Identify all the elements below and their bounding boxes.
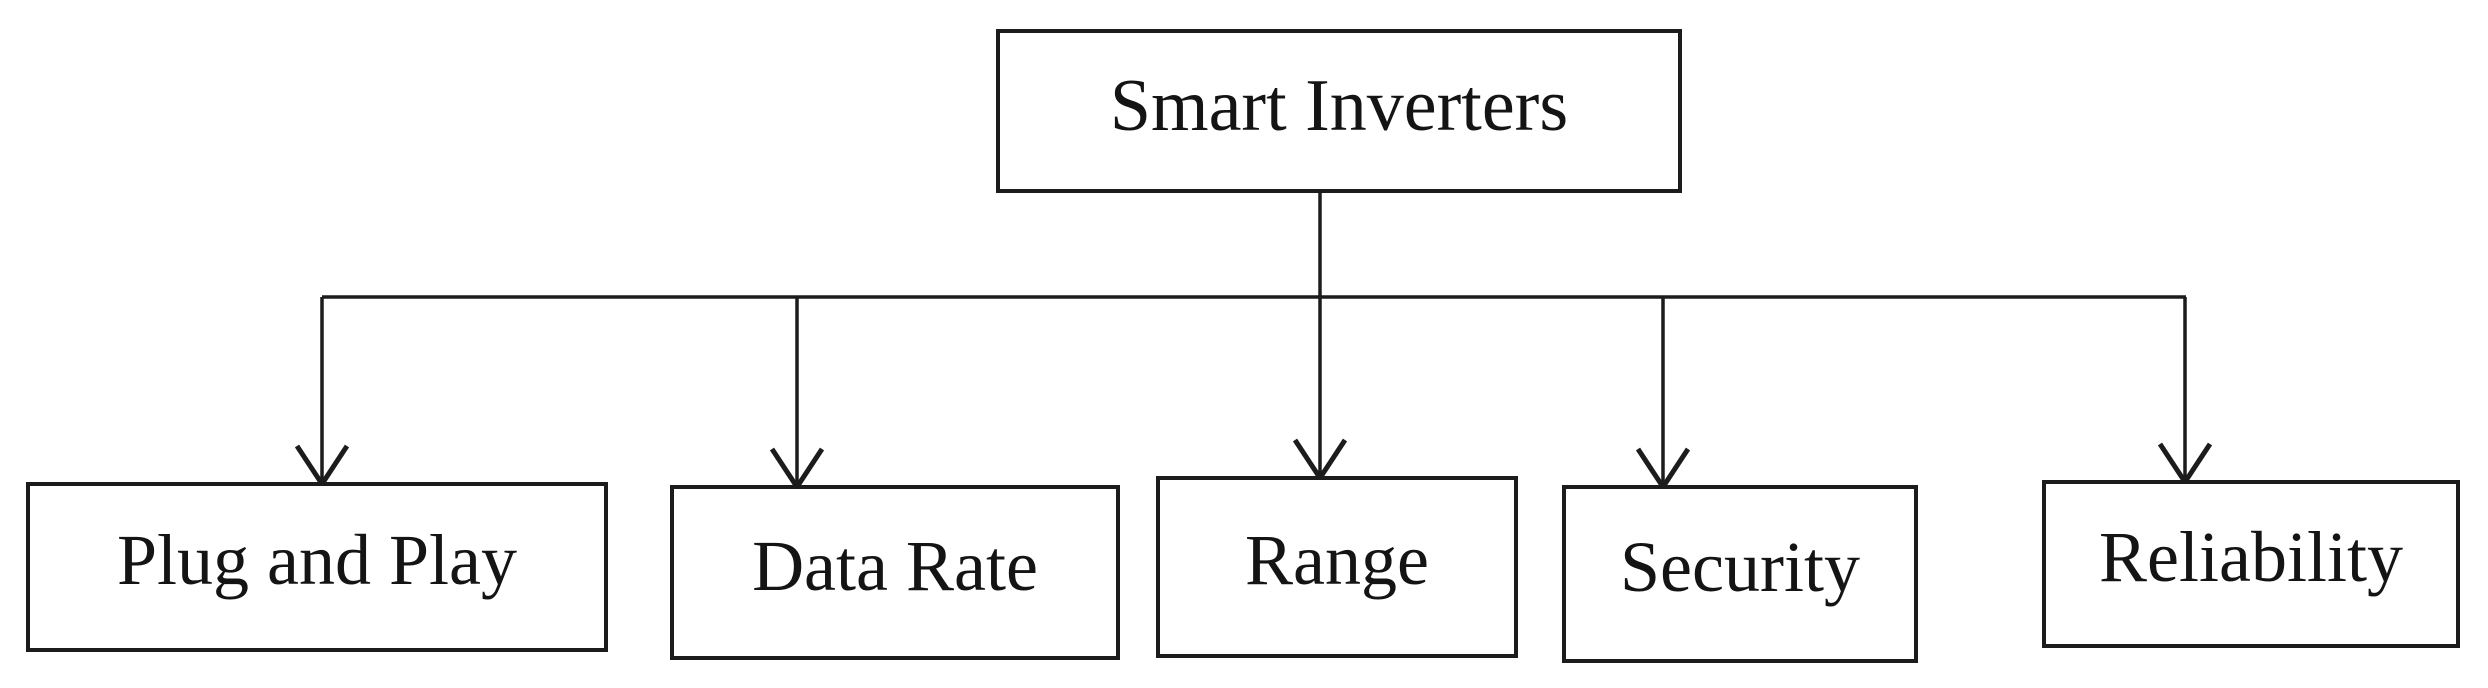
node-reliability: Reliability [2042,480,2460,648]
node-plug-and-play: Plug and Play [26,482,608,652]
node-security: Security [1562,485,1918,663]
node-data-rate: Data Rate [670,485,1120,660]
connector-to-reliability [2157,297,2213,487]
node-label: Reliability [2099,517,2403,597]
connector-to-data-rate [769,297,825,492]
node-smart-inverters: Smart Inverters [996,29,1682,193]
node-label: Security [1620,527,1860,607]
node-label: Range [1245,520,1429,600]
node-label: Smart Inverters [1109,65,1569,147]
node-label: Plug and Play [116,520,517,600]
connector-to-security [1635,297,1691,492]
node-label: Data Rate [752,525,1038,606]
node-range: Range [1156,476,1518,658]
connector-to-plug-and-play [294,297,350,489]
connector-to-range [1292,297,1348,483]
